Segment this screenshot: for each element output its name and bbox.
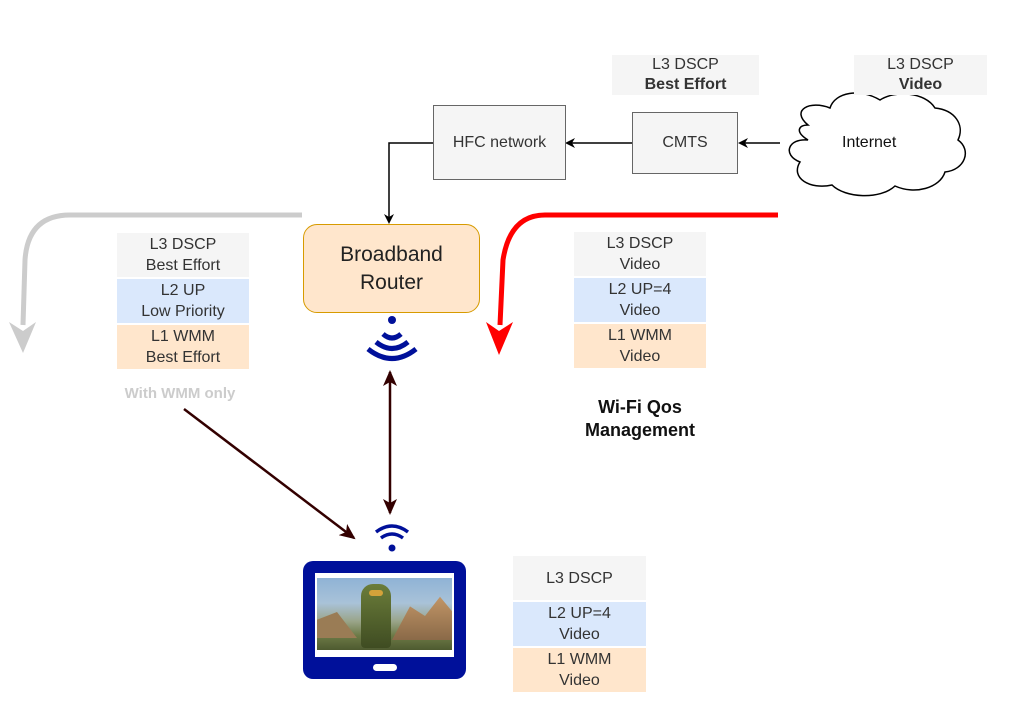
internet-label: Internet	[842, 134, 897, 151]
cell-value: Video	[619, 302, 661, 319]
cell-title: L1 WMM	[151, 328, 215, 345]
wmm-to-device-arrow	[183, 408, 356, 540]
arrow-hfc-to-router	[384, 142, 433, 224]
cell-value: Best Effort	[145, 257, 221, 274]
label-value: Best Effort	[644, 76, 727, 93]
cell-title: L3 DSCP	[606, 235, 674, 252]
scene-mountain	[392, 596, 452, 640]
qos-path	[497, 212, 778, 326]
wmm-only-path	[20, 212, 302, 326]
cell-value: Best Effort	[145, 349, 221, 366]
cell-value: Video	[619, 348, 661, 365]
game-screenshot-image	[317, 578, 452, 650]
cell-title: L2 UP	[160, 282, 206, 299]
qos-caption-line2: Management	[584, 420, 696, 440]
cmts-dscp-label: L3 DSCP Best Effort	[612, 55, 759, 95]
cell-title: L2 UP=4	[548, 605, 611, 622]
wmm-only-caption: With WMM only	[124, 385, 236, 402]
device-stack: L3 DSCP L2 UP=4 Video L1 WMM Video	[513, 556, 646, 694]
label-line: L3 DSCP	[652, 56, 719, 73]
hfc-network-label: HFC network	[452, 133, 547, 151]
cell-value: Video	[619, 256, 661, 273]
label-line: L3 DSCP	[887, 56, 954, 73]
qos-arrowhead	[486, 322, 513, 355]
cmts-node: CMTS	[632, 112, 738, 174]
broadband-router-node: Broadband Router	[303, 224, 480, 313]
wmm-only-stack: L3 DSCP Best Effort L2 UP Low Priority L…	[117, 233, 249, 371]
l2-up-cell: L2 UP=4 Video	[513, 602, 646, 648]
qos-caption-line1: Wi-Fi Qos	[598, 397, 682, 417]
l3-dscp-cell: L3 DSCP Video	[574, 232, 706, 278]
l3-dscp-cell: L3 DSCP	[513, 556, 646, 602]
internet-dscp-label: L3 DSCP Video	[854, 55, 987, 95]
l3-dscp-cell: L3 DSCP Best Effort	[117, 233, 249, 279]
cell-title: L3 DSCP	[546, 569, 613, 587]
cell-value: Video	[559, 672, 600, 689]
router-label-line1: Broadband	[340, 242, 443, 266]
scene-hill	[317, 612, 357, 638]
cell-title: L3 DSCP	[149, 236, 217, 253]
router-label-line2: Router	[359, 270, 424, 294]
l1-wmm-cell: L1 WMM Best Effort	[117, 325, 249, 371]
label-value: Video	[898, 76, 943, 93]
cell-title: L1 WMM	[547, 651, 612, 668]
device-wifi-icon	[374, 524, 410, 552]
cmts-label: CMTS	[662, 134, 708, 151]
cell-value: Low Priority	[141, 303, 225, 320]
qos-caption: Wi-Fi Qos Management	[560, 396, 720, 442]
tablet-home-button	[373, 664, 397, 671]
wmm-only-arrowhead	[9, 322, 36, 353]
cell-title: L1 WMM	[608, 327, 672, 344]
router-wifi-icon	[366, 316, 418, 361]
cell-value: Video	[559, 626, 600, 643]
l1-wmm-cell: L1 WMM Video	[574, 324, 706, 370]
l2-up-cell: L2 UP=4 Video	[574, 278, 706, 324]
tablet-device-icon	[303, 561, 466, 679]
tablet-screen	[315, 573, 454, 657]
l2-up-cell: L2 UP Low Priority	[117, 279, 249, 325]
scene-visor	[369, 590, 383, 596]
qos-stack: L3 DSCP Video L2 UP=4 Video L1 WMM Video	[574, 232, 706, 370]
l1-wmm-cell: L1 WMM Video	[513, 648, 646, 694]
cell-title: L2 UP=4	[608, 281, 672, 298]
hfc-network-node: HFC network	[433, 105, 566, 180]
